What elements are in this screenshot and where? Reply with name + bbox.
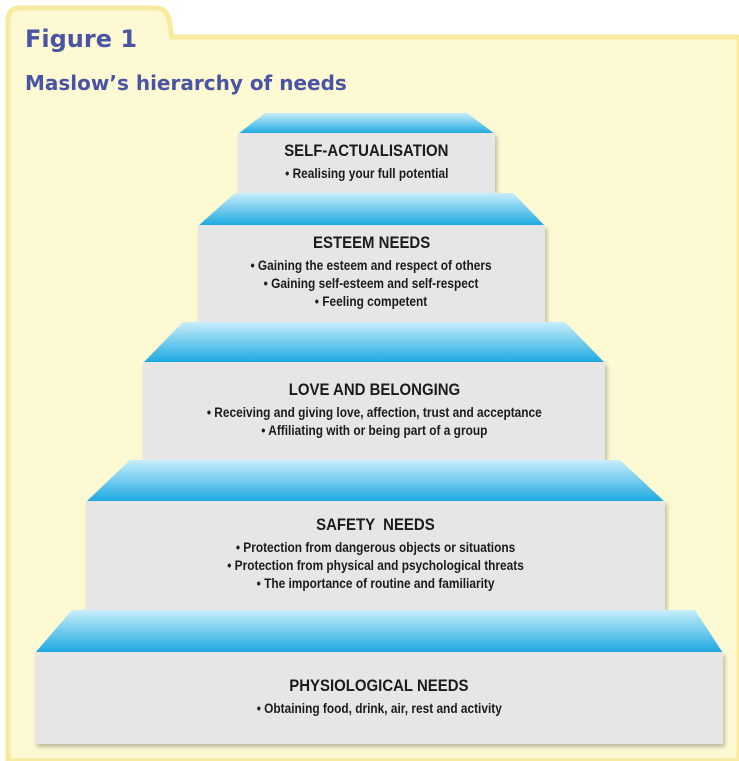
tier-items: • Realising your full potential [274,165,460,183]
tier-items: • Obtaining food, drink, air, rest and a… [240,700,519,718]
tier-heading: LOVE AND BELONGING [288,379,460,399]
tier-safety: SAFETY NEEDS • Protection from dangerous… [86,460,665,610]
tier-heading: ESTEEM NEEDS [312,233,431,252]
tier-item: • Gaining self-esteem and self-respect [264,276,479,291]
tier-heading: SAFETY NEEDS [316,515,435,534]
figure-label: Figure 1 [25,25,138,53]
tier-item: • Affiliating with or being part of a gr… [260,422,488,438]
step-top-safety [86,460,665,502]
step-face-physiological: PHYSIOLOGICAL NEEDS • Obtaining food, dr… [35,652,723,744]
figure-title: Maslow’s hierarchy of needs [25,71,347,95]
tier-item: • Realising your full potential [284,165,449,181]
tier-item: • Protection from dangerous objects or s… [235,540,516,555]
tier-items: • Protection from dangerous objects or s… [207,539,544,593]
tier-items: • Receiving and giving love, affection, … [184,404,565,440]
step-top-self-actualisation [238,113,495,134]
tier-item: • Obtaining food, drink, air, rest and a… [256,700,502,716]
step-face-safety: SAFETY NEEDS • Protection from dangerous… [86,501,665,610]
tier-love-belonging: LOVE AND BELONGING • Receiving and givin… [143,322,605,460]
tier-items: • Gaining the esteem and respect of othe… [234,257,508,311]
step-top-esteem [198,193,545,226]
step-face-self-actualisation: SELF-ACTUALISATION • Realising your full… [238,133,495,193]
tier-item: • Receiving and giving love, affection, … [206,404,542,420]
tier-item: • Protection from physical and psycholog… [227,558,524,573]
step-top-physiological [35,610,723,653]
tier-item: • Feeling competent [315,294,428,309]
tier-heading: PHYSIOLOGICAL NEEDS [289,675,469,695]
tier-esteem: ESTEEM NEEDS • Gaining the esteem and re… [198,193,545,322]
step-top-love-belonging [143,322,605,363]
tier-item: • The importance of routine and familiar… [256,576,495,591]
tier-item: • Gaining the esteem and respect of othe… [250,258,493,273]
step-face-esteem: ESTEEM NEEDS • Gaining the esteem and re… [198,225,545,322]
tier-self-actualisation: SELF-ACTUALISATION • Realising your full… [238,113,495,193]
step-face-love-belonging: LOVE AND BELONGING • Receiving and givin… [143,362,605,460]
tier-heading: SELF-ACTUALISATION [284,140,449,160]
tier-physiological: PHYSIOLOGICAL NEEDS • Obtaining food, dr… [35,610,723,744]
